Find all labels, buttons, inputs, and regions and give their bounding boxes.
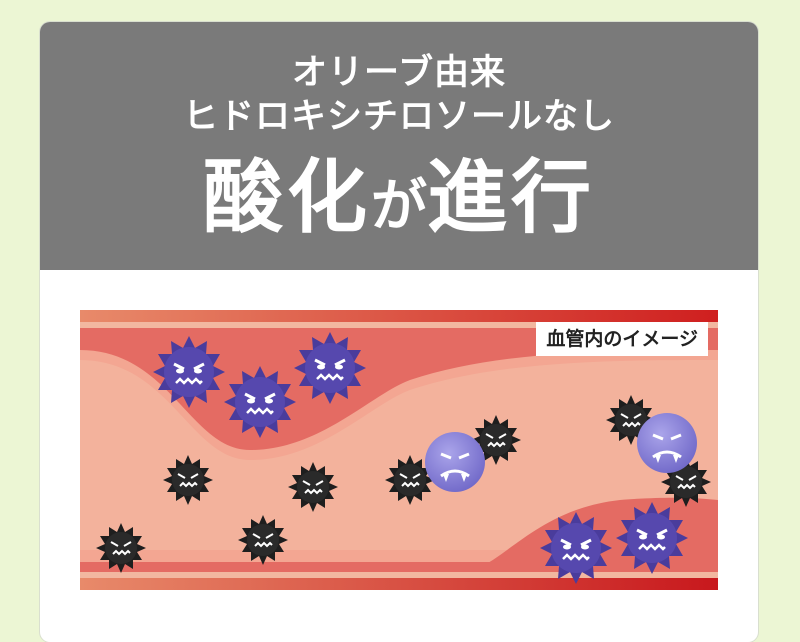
headline-line-1: オリーブ由来 [292,53,506,93]
lavender-blob-icon [423,430,487,494]
headline-particle: が [371,174,427,239]
headline-progress: 進行 [427,151,595,244]
info-card: オリーブ由来 ヒドロキシチロソールなし 酸化が進行 [40,22,758,642]
lavender-blob-icon [635,411,699,475]
headline-main: 酸化が進行 [40,150,758,255]
header-banner: オリーブ由来 ヒドロキシチロソールなし 酸化が進行 [40,22,758,270]
headline-oxidation: 酸化 [203,151,371,244]
headline-line-2: ヒドロキシチロソールなし [182,97,615,137]
blood-vessel-illustration: 血管内のイメージ [80,310,718,590]
illustration-caption: 血管内のイメージ [536,322,708,356]
